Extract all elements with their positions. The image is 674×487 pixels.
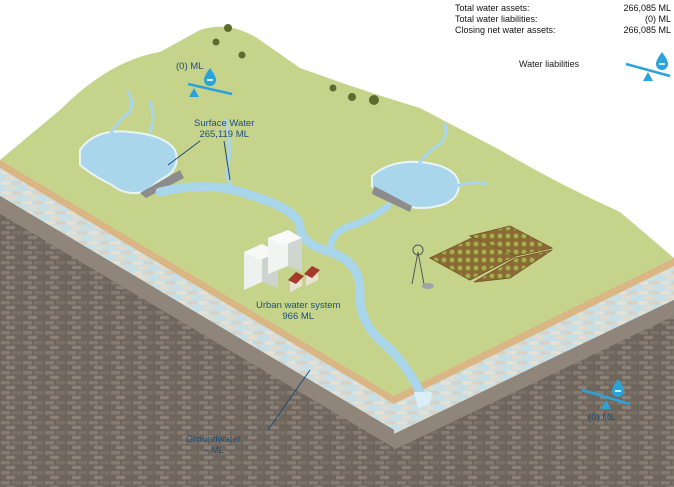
surface-water-value: 265,119 ML bbox=[199, 129, 249, 140]
summary-value: 266,085 ML bbox=[623, 3, 671, 13]
summary-row-assets: Total water assets: 266,085 ML bbox=[455, 3, 671, 14]
summary-row-liabilities: Total water liabilities: (0) ML bbox=[455, 14, 671, 25]
left-cross-section bbox=[0, 160, 394, 487]
water-drop-icon bbox=[612, 379, 624, 397]
left-dam bbox=[140, 170, 184, 198]
water-summary-table: Total water assets: 266,085 ML Total wat… bbox=[455, 3, 671, 36]
trees bbox=[212, 24, 379, 105]
summary-label: Total water assets: bbox=[455, 3, 530, 13]
water-drop-icon bbox=[204, 68, 216, 86]
summary-label: Closing net water assets: bbox=[455, 25, 556, 35]
left-pond bbox=[79, 130, 178, 195]
summary-label: Total water liabilities: bbox=[455, 14, 538, 24]
triangle-pivot-icon bbox=[189, 88, 199, 97]
seesaw-icon bbox=[625, 52, 671, 81]
groundwater-value: – ML bbox=[202, 445, 225, 456]
surface-water-title: Surface Water bbox=[194, 118, 255, 129]
grass-surface bbox=[0, 26, 674, 397]
crop-fields bbox=[428, 225, 554, 283]
seesaw-icon bbox=[187, 68, 233, 97]
urban-water-value: 966 ML bbox=[282, 311, 315, 322]
urban-water-label: Urban water system 966 ML bbox=[256, 300, 340, 322]
summary-value: 266,085 ML bbox=[623, 25, 671, 35]
summary-row-net-assets: Closing net water assets: 266,085 ML bbox=[455, 25, 671, 36]
water-tank bbox=[422, 283, 434, 289]
liability-value-bottom: (0) ML bbox=[588, 412, 616, 423]
urban-buildings bbox=[244, 230, 320, 292]
urban-water-title: Urban water system bbox=[256, 300, 341, 311]
triangle-pivot-icon bbox=[643, 72, 653, 81]
legend-liabilities-label: Water liabilities bbox=[519, 59, 580, 69]
right-dam bbox=[372, 186, 412, 212]
groundwater-title: Groundwater bbox=[186, 434, 241, 445]
right-cross-section bbox=[394, 258, 674, 487]
liability-value-top: (0) ML bbox=[176, 61, 204, 72]
east-river-branch bbox=[326, 202, 392, 256]
river-outlet bbox=[414, 392, 432, 408]
water-drop-icon bbox=[656, 52, 668, 70]
summary-value: (0) ML bbox=[644, 14, 671, 24]
groundwater-label: Groundwater – ML bbox=[186, 434, 241, 456]
leader-lines bbox=[167, 140, 311, 431]
surface-water-label: Surface Water 265,119 ML bbox=[194, 118, 254, 140]
triangle-pivot-icon bbox=[601, 400, 611, 409]
windmill bbox=[411, 244, 425, 285]
seesaw-icon bbox=[581, 379, 631, 409]
